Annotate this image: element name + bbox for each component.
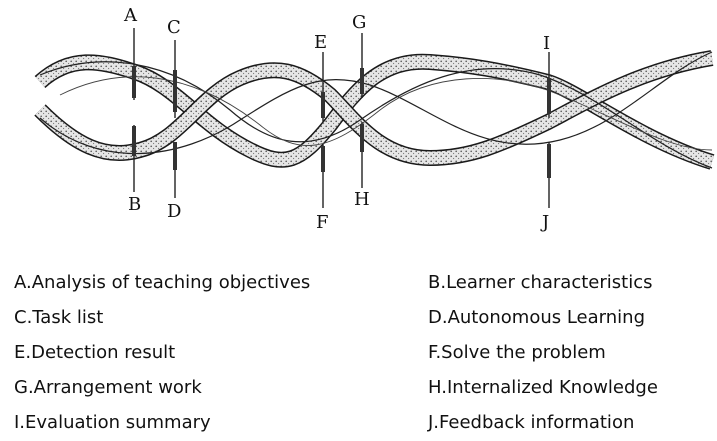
legend-item-c: C.Task list	[14, 307, 104, 328]
legend: A.Analysis of teaching objectives B.Lear…	[0, 262, 717, 441]
legend-item-d: D.Autonomous Learning	[428, 307, 645, 328]
marker-letter-j: J	[540, 212, 549, 233]
legend-item-g: G.Arrangement work	[14, 377, 202, 398]
marker-letter-f: F	[316, 212, 329, 233]
marker-letter-d: D	[167, 201, 181, 222]
legend-item-e: E.Detection result	[14, 342, 176, 363]
marker-letter-c: C	[167, 17, 181, 38]
marker-letter-b: B	[128, 194, 141, 215]
legend-item-h: H.Internalized Knowledge	[428, 377, 658, 398]
legend-item-b: B.Learner characteristics	[428, 272, 653, 293]
legend-item-f: F.Solve the problem	[428, 342, 606, 363]
marker-letter-g: G	[352, 12, 366, 33]
marker-letter-h: H	[354, 189, 370, 210]
marker-letters: A B C D E F G H I J	[123, 5, 550, 233]
helix-thin-line-2	[39, 51, 713, 155]
double-helix-svg: A B C D E F G H I J	[34, 5, 715, 233]
legend-item-a: A.Analysis of teaching objectives	[14, 272, 311, 293]
helix-thin-line-3	[59, 76, 713, 151]
legend-item-j: J.Feedback information	[428, 412, 635, 433]
helix-thin-line-1	[39, 61, 713, 169]
helix-rungs	[132, 66, 551, 178]
marker-letter-e: E	[314, 32, 327, 53]
double-helix-diagram: A B C D E F G H I J	[34, 5, 715, 233]
marker-letter-a: A	[123, 5, 138, 26]
legend-item-i: I.Evaluation summary	[14, 412, 211, 433]
marker-letter-i: I	[543, 33, 550, 54]
